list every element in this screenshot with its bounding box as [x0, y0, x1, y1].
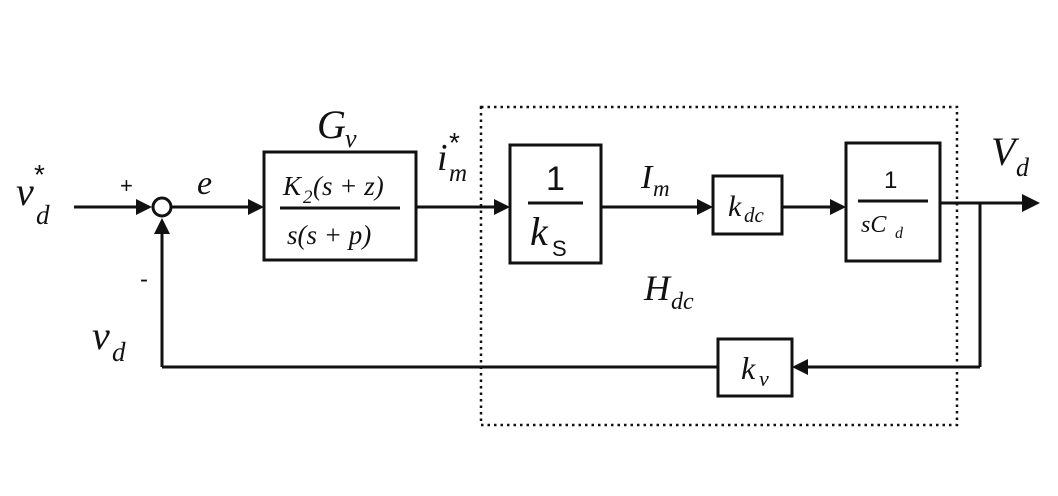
controller-denominator: s(s + p): [287, 220, 371, 250]
feedback-arrowhead: [792, 359, 808, 375]
kdc-arrowhead: [830, 199, 846, 215]
current-ref-base: i: [437, 137, 448, 179]
controller-num-base: K: [282, 171, 303, 201]
input-arrowhead: [136, 199, 152, 215]
capacitor-den-sub: d: [895, 225, 904, 242]
summing-junction: [151, 196, 173, 218]
feedback-junction-arrowhead: [154, 218, 170, 234]
controller-num-rest: (s + z): [313, 171, 384, 201]
current-gain-den-base: k: [530, 209, 549, 254]
current-ref-arrowhead: [494, 199, 510, 215]
controller-numerator: K 2 (s + z): [282, 171, 384, 208]
kdc-label: k dc: [728, 190, 765, 227]
kdc-block: [711, 174, 784, 236]
feedback-signal-base: v: [92, 313, 110, 358]
current-gain-num: 1: [546, 160, 565, 198]
capacitor-den-base: sC: [861, 212, 887, 238]
plant-label-base: H: [643, 268, 672, 308]
feedback-block-label: k v: [741, 350, 769, 391]
current-gain-denominator: k S: [530, 209, 567, 261]
error-label: e: [197, 165, 212, 202]
controller-title-base: G: [317, 102, 346, 147]
error-arrowhead: [248, 199, 264, 215]
plant-label-sub: dc: [671, 289, 694, 315]
current-ref-sup: *: [449, 127, 460, 158]
feedback-block-base: k: [741, 350, 756, 386]
input-sub: d: [36, 200, 50, 230]
capacitor-denominator: sC d: [861, 212, 904, 242]
output-label: V d: [991, 129, 1030, 182]
output-sub: d: [1016, 153, 1030, 182]
current-ref-sub: m: [449, 160, 467, 187]
kdc-sub: dc: [744, 203, 765, 227]
controller-num-sub: 2: [303, 187, 313, 208]
plus-sign: +: [120, 173, 133, 198]
current-ref-label: i m *: [437, 127, 467, 187]
current-label: I m: [640, 159, 670, 201]
current-base: I: [640, 159, 654, 196]
input-base: v: [16, 169, 34, 214]
current-gain-den-sub: S: [552, 236, 567, 261]
current-arrowhead: [697, 199, 713, 215]
output-base: V: [991, 129, 1020, 174]
feedback-signal-sub: d: [112, 337, 126, 367]
input-signal-label: v d *: [16, 159, 50, 230]
kdc-base: k: [728, 190, 742, 223]
feedback-signal-label: v d: [92, 313, 126, 367]
feedback-block-sub: v: [759, 366, 769, 391]
capacitor-num: 1: [884, 167, 897, 194]
minus-sign: -: [140, 266, 148, 293]
current-sub: m: [653, 176, 670, 201]
plant-label: H dc: [643, 268, 694, 315]
controller-title: G v: [317, 102, 357, 153]
controller-title-sub: v: [345, 124, 357, 153]
input-sup: *: [34, 159, 45, 190]
output-arrowhead: [1022, 194, 1040, 212]
